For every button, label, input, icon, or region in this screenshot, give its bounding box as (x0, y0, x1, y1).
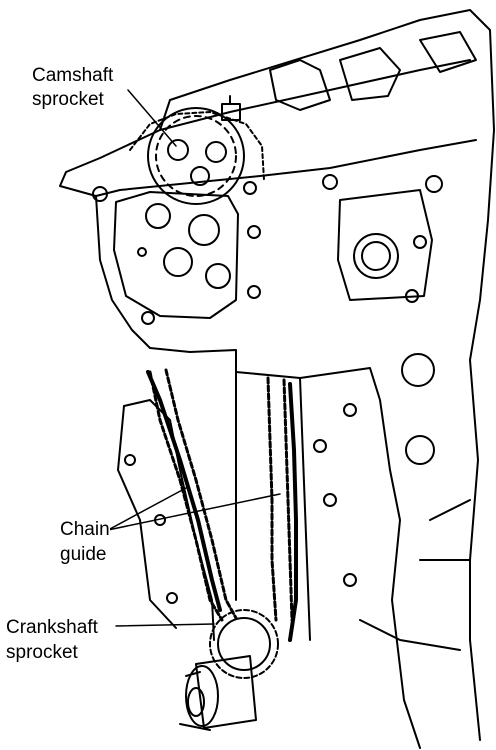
camshaft-leader-line (127, 89, 177, 147)
engine-block-outline (59, 9, 495, 749)
camshaft-sprocket-drawing (113, 107, 265, 319)
chain-guide-leader-line-right (107, 493, 281, 531)
crankshaft-sprocket-label-line2: sprocket (6, 641, 78, 664)
camshaft-sprocket-label-line1: Camshaft (32, 64, 114, 87)
chain-guide-label-line1: Chain (60, 518, 110, 541)
leader-lines (107, 89, 281, 627)
chain-guide-leader-line-left (107, 487, 187, 531)
timing-chain-drawing (148, 368, 294, 622)
chain-guide-label-line2: guide (60, 543, 107, 566)
chain-guide-drawing (146, 370, 298, 642)
crankshaft-sprocket-label-line1: Crankshaft (6, 616, 98, 639)
camshaft-sprocket-label-line2: sprocket (32, 88, 104, 111)
crankshaft-leader-line (115, 623, 215, 627)
crankshaft-sprocket-drawing (179, 609, 279, 731)
